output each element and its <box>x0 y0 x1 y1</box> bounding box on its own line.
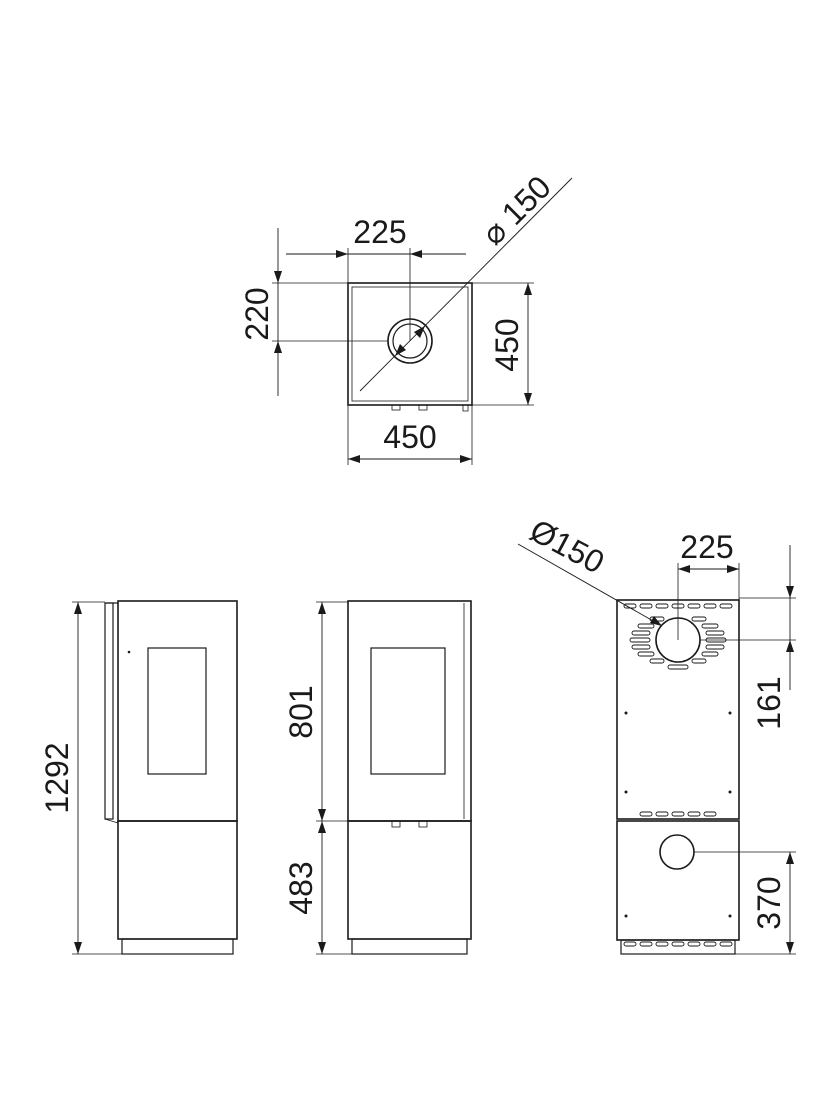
vent-slot <box>719 941 733 947</box>
vent-slot <box>631 630 651 636</box>
dim-label-diameter-top: ⌀ 150 <box>475 169 558 252</box>
front-view-upper-body <box>347 600 472 822</box>
dim-label-370: 370 <box>751 876 787 929</box>
rear-view: Ø150 225 161 370 <box>517 512 796 955</box>
rear-view-screw <box>728 711 732 715</box>
vent-slot <box>649 658 665 664</box>
vent-slot <box>655 603 669 609</box>
front-view-window <box>370 647 446 775</box>
vent-slot <box>637 651 655 657</box>
vent-slot <box>639 603 653 609</box>
front-view-lower-body <box>347 820 472 940</box>
dim-arrow <box>786 942 794 954</box>
vent-slot <box>639 941 653 947</box>
vent-slot <box>719 603 733 609</box>
dim-arrow <box>524 283 532 295</box>
front-view-foot <box>391 820 401 828</box>
vent-slot <box>703 811 717 817</box>
dim-arrow <box>318 821 326 833</box>
top-view-foot <box>391 404 401 411</box>
vent-slot <box>637 623 655 629</box>
vent-slot <box>671 941 685 947</box>
dim-arrow <box>395 344 406 356</box>
dim-label-225-rear: 225 <box>680 529 733 565</box>
dim-arrow <box>460 455 472 463</box>
dim-arrow <box>318 942 326 954</box>
front-view-foot <box>418 820 428 828</box>
side-view-plinth <box>121 938 234 955</box>
dim-arrow <box>318 602 326 614</box>
vent-slot <box>687 811 701 817</box>
dim-label-483: 483 <box>283 861 319 914</box>
rear-view-lower-panel <box>616 820 740 941</box>
vent-slot <box>691 658 707 664</box>
rear-view-screw <box>624 914 628 918</box>
dim-arrow <box>410 250 422 258</box>
side-view-upper-body <box>117 600 238 822</box>
dim-label-801: 801 <box>283 685 319 738</box>
vent-slot <box>687 603 701 609</box>
front-view-plinth <box>351 938 468 955</box>
vent-slot <box>639 811 653 817</box>
dim-label-161: 161 <box>751 676 787 729</box>
front-view: 801 483 <box>283 600 472 955</box>
side-view-screw <box>127 650 131 654</box>
dim-arrow <box>678 565 690 573</box>
top-view: 225 220 450 450 ⌀ 150 <box>239 169 573 465</box>
dim-arrow <box>414 326 425 338</box>
rear-view-air-inlet <box>659 834 695 870</box>
dim-label-diameter-rear: Ø150 <box>524 512 610 581</box>
dim-arrow <box>786 852 794 864</box>
side-view-window <box>147 647 207 775</box>
vent-slot <box>703 603 717 609</box>
top-view-handle <box>462 405 469 412</box>
dim-arrow <box>274 271 282 283</box>
vent-slot <box>667 664 689 670</box>
side-view: 1292 <box>39 600 238 955</box>
rear-view-vent-slots <box>623 603 733 947</box>
dim-label-1292: 1292 <box>39 742 75 813</box>
dim-arrow <box>524 393 532 405</box>
dim-label-220: 220 <box>239 287 275 340</box>
vent-slot <box>671 811 685 817</box>
dim-arrow <box>348 455 360 463</box>
vent-slot <box>703 941 717 947</box>
vent-slot <box>629 637 651 643</box>
vent-slot <box>701 651 719 657</box>
dim-arrow <box>274 341 282 353</box>
dim-label-450-bottom: 450 <box>383 419 436 455</box>
rear-view-screw <box>728 790 732 794</box>
vent-slot <box>655 941 669 947</box>
side-view-door-edge <box>104 602 114 820</box>
dim-arrow <box>786 640 794 652</box>
dim-arrow <box>727 565 739 573</box>
dim-arrow <box>318 809 326 821</box>
vent-slot <box>687 941 701 947</box>
dim-label-450-right: 450 <box>489 318 525 371</box>
side-view-line <box>104 818 119 824</box>
vent-slot <box>705 630 725 636</box>
dim-arrow <box>74 942 82 954</box>
side-view-lower-body <box>117 820 238 940</box>
vent-slot <box>623 941 637 947</box>
dim-arrow <box>74 602 82 614</box>
vent-slot <box>705 644 725 650</box>
rear-view-plinth <box>620 939 736 955</box>
vent-slot <box>655 811 669 817</box>
dim-arrow <box>336 250 348 258</box>
dim-arrow <box>786 586 794 598</box>
rear-view-screw <box>624 790 628 794</box>
vent-slot <box>701 623 719 629</box>
top-view-foot <box>418 404 428 411</box>
vent-slot <box>691 616 707 622</box>
rear-view-screw <box>624 711 628 715</box>
rear-diameter-leader <box>517 543 663 627</box>
vent-slot <box>631 644 651 650</box>
dim-arrow <box>650 616 662 626</box>
rear-view-screw <box>728 914 732 918</box>
dim-label-225-top: 225 <box>353 214 406 250</box>
